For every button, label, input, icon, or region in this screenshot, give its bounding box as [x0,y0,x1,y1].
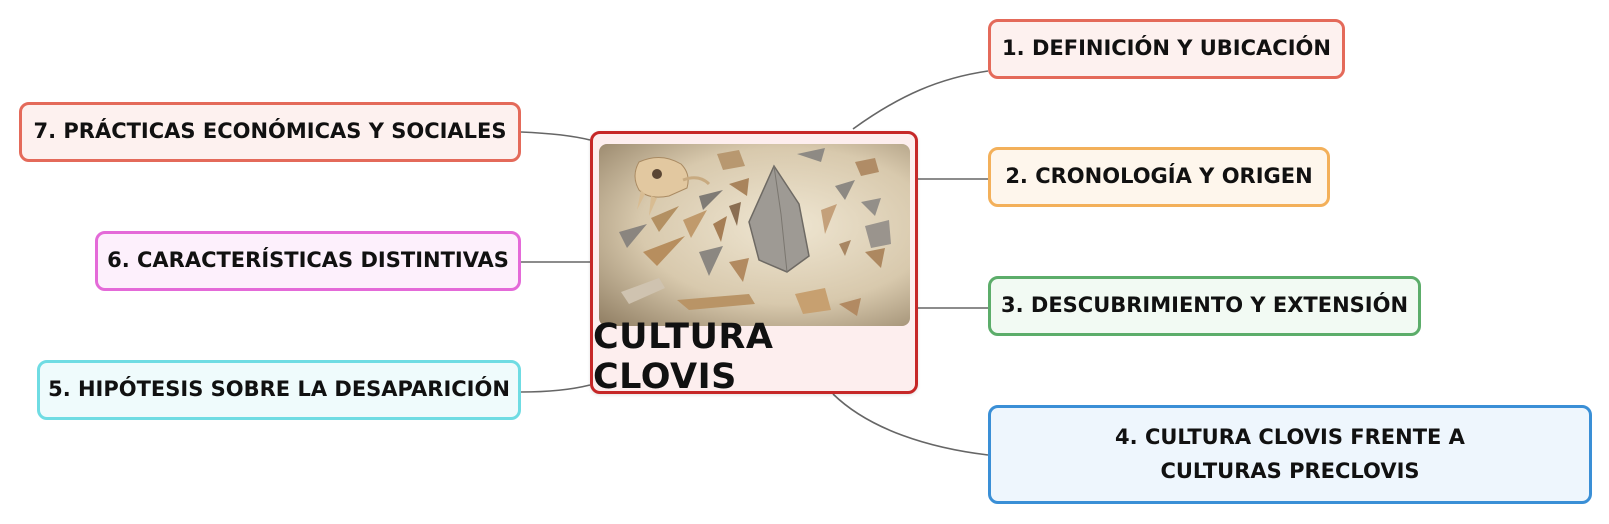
branch-node-2[interactable]: 2. CRONOLOGÍA Y ORIGEN [988,147,1330,207]
flake-shape [713,216,727,242]
flake-shape [677,294,755,310]
branch-label-5: 5. HIPÓTESIS SOBRE LA DESAPARICIÓN [48,377,510,402]
large-clovis-point-shape [748,164,810,273]
flake-shape [651,206,679,232]
flake-shape [621,278,665,304]
flake-shape [683,210,707,238]
branch-label-4: 4. CULTURA CLOVIS FRENTE A CULTURAS PREC… [1115,424,1465,483]
clovis-stone-tools-photo [599,144,910,326]
flake-shape [619,224,647,248]
connector-1 [852,70,989,130]
flake-shape [797,148,825,162]
branch-node-6[interactable]: 6. CARACTERÍSTICAS DISTINTIVAS [95,231,521,291]
branch-node-7[interactable]: 7. PRÁCTICAS ECONÓMICAS Y SOCIALES [19,102,521,162]
branch-label-7: 7. PRÁCTICAS ECONÓMICAS Y SOCIALES [33,119,507,144]
flake-shape [643,236,685,266]
flake-shape [699,190,723,210]
branch-node-3[interactable]: 3. DESCUBRIMIENTO Y EXTENSIÓN [988,276,1421,336]
central-topic[interactable]: CULTURA CLOVIS [590,131,918,397]
flake-shape [795,288,831,314]
flake-shape [729,202,741,226]
flake-shape [865,220,891,248]
flake-shape [717,150,745,170]
flake-shape [821,204,837,234]
branch-label-6: 6. CARACTERÍSTICAS DISTINTIVAS [107,248,509,273]
branch-label-3: 3. DESCUBRIMIENTO Y EXTENSIÓN [1000,293,1409,318]
flake-shape [855,158,879,176]
branch-node-4[interactable]: 4. CULTURA CLOVIS FRENTE A CULTURAS PREC… [988,405,1592,504]
branch-label-2: 2. CRONOLOGÍA Y ORIGEN [1005,164,1313,189]
branch-node-5[interactable]: 5. HIPÓTESIS SOBRE LA DESAPARICIÓN [37,360,521,420]
flake-shape [835,180,855,200]
branch-node-1[interactable]: 1. DEFINICIÓN Y UBICACIÓN [988,19,1345,79]
flake-shape [861,198,881,216]
connector-7 [520,131,591,141]
flake-shape [839,298,861,316]
flake-shape [865,248,885,268]
connector-4 [832,393,989,456]
flake-shape [839,240,851,256]
branch-label-1: 1. DEFINICIÓN Y UBICACIÓN [1002,36,1331,61]
flake-shape [699,246,723,276]
flake-shape [729,178,749,196]
connector-5 [520,384,591,393]
central-topic-title: CULTURA CLOVIS [593,317,774,397]
animal-skull-shape [634,157,711,216]
flake-shape [729,258,749,282]
